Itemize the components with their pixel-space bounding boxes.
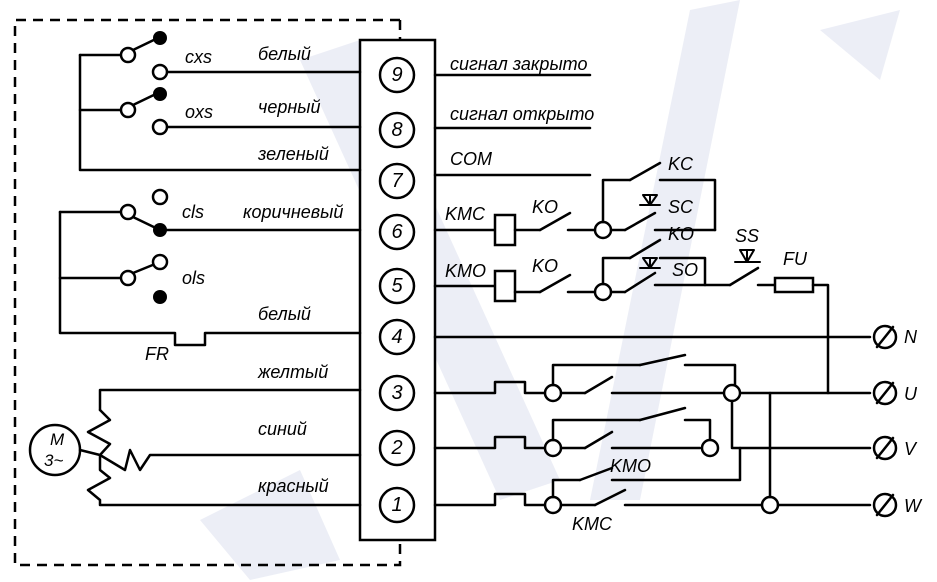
motor-label-phase: 3~ xyxy=(44,451,63,470)
so-button-label: SO xyxy=(672,260,698,280)
terminal-6 xyxy=(378,213,416,251)
terminal-1 xyxy=(378,486,416,524)
terminal-9-number: 9 xyxy=(391,64,402,86)
power-circuit xyxy=(433,324,898,518)
wire-color-3: желтый xyxy=(257,362,328,382)
device-enclosure xyxy=(13,18,402,567)
wire-color-8: черный xyxy=(258,97,321,117)
terminal-w-label: W xyxy=(904,496,923,516)
kmc-coil-label: KMC xyxy=(445,204,486,224)
ko-contact-bottom-label: KO xyxy=(532,256,558,276)
terminal-9 xyxy=(378,56,416,94)
terminal-v-label: V xyxy=(904,439,918,459)
wire-color-4: белый xyxy=(258,304,311,324)
fu-label: FU xyxy=(783,249,808,269)
terminal-7-number: 7 xyxy=(391,170,403,192)
fr-label: FR xyxy=(145,344,169,364)
wire-color-6: коричневый xyxy=(243,202,343,222)
wire-color-7: зеленый xyxy=(257,144,329,164)
sc-label: SC xyxy=(668,197,694,217)
ko-contact-top-label: KO xyxy=(532,197,558,217)
wire-color-1: красный xyxy=(258,476,329,496)
terminal-5-number: 5 xyxy=(391,275,403,297)
terminal-5 xyxy=(378,267,416,305)
terminal-3-number: 3 xyxy=(391,382,402,404)
signal-open-label: сигнал открыто xyxy=(450,104,594,124)
wire-color-9: белый xyxy=(258,44,311,64)
kmc-contactor-label: KMC xyxy=(572,514,613,534)
terminal-n-label: N xyxy=(904,327,918,347)
terminal-4 xyxy=(378,318,416,356)
motor-label-m: M xyxy=(50,430,65,449)
terminal-8 xyxy=(378,111,416,149)
terminal-2 xyxy=(378,429,416,467)
ss-label: SS xyxy=(735,226,759,246)
terminal-circles: 9 8 7 6 5 4 3 2 1 xyxy=(378,56,416,524)
ko-button-label: KO xyxy=(668,224,694,244)
terminal-8-number: 8 xyxy=(391,119,402,141)
switch-cls-label: cls xyxy=(182,202,204,222)
kmo-coil-label: KMO xyxy=(445,261,486,281)
terminal-1-number: 1 xyxy=(391,494,402,516)
motor-wiring xyxy=(28,388,362,507)
terminal-4-number: 4 xyxy=(391,326,402,348)
switch-cxs-label: cxs xyxy=(185,47,212,67)
kmo-contactor-label: KMO xyxy=(610,456,651,476)
terminal-3 xyxy=(378,374,416,412)
terminal-u-label: U xyxy=(904,384,918,404)
switch-oxs-label: oxs xyxy=(185,102,213,122)
switch-ols-label: ols xyxy=(182,268,205,288)
signal-com-label: COM xyxy=(450,149,492,169)
kc-label: KC xyxy=(668,154,694,174)
signal-closed-label: сигнал закрыто xyxy=(450,54,588,74)
terminal-2-number: 2 xyxy=(390,437,402,459)
limit-switch-wiring xyxy=(58,31,362,347)
terminal-7 xyxy=(378,162,416,200)
wire-color-2: синий xyxy=(258,419,307,439)
signal-wiring xyxy=(433,73,592,177)
control-circuit xyxy=(433,161,830,395)
terminal-6-number: 6 xyxy=(391,221,403,243)
